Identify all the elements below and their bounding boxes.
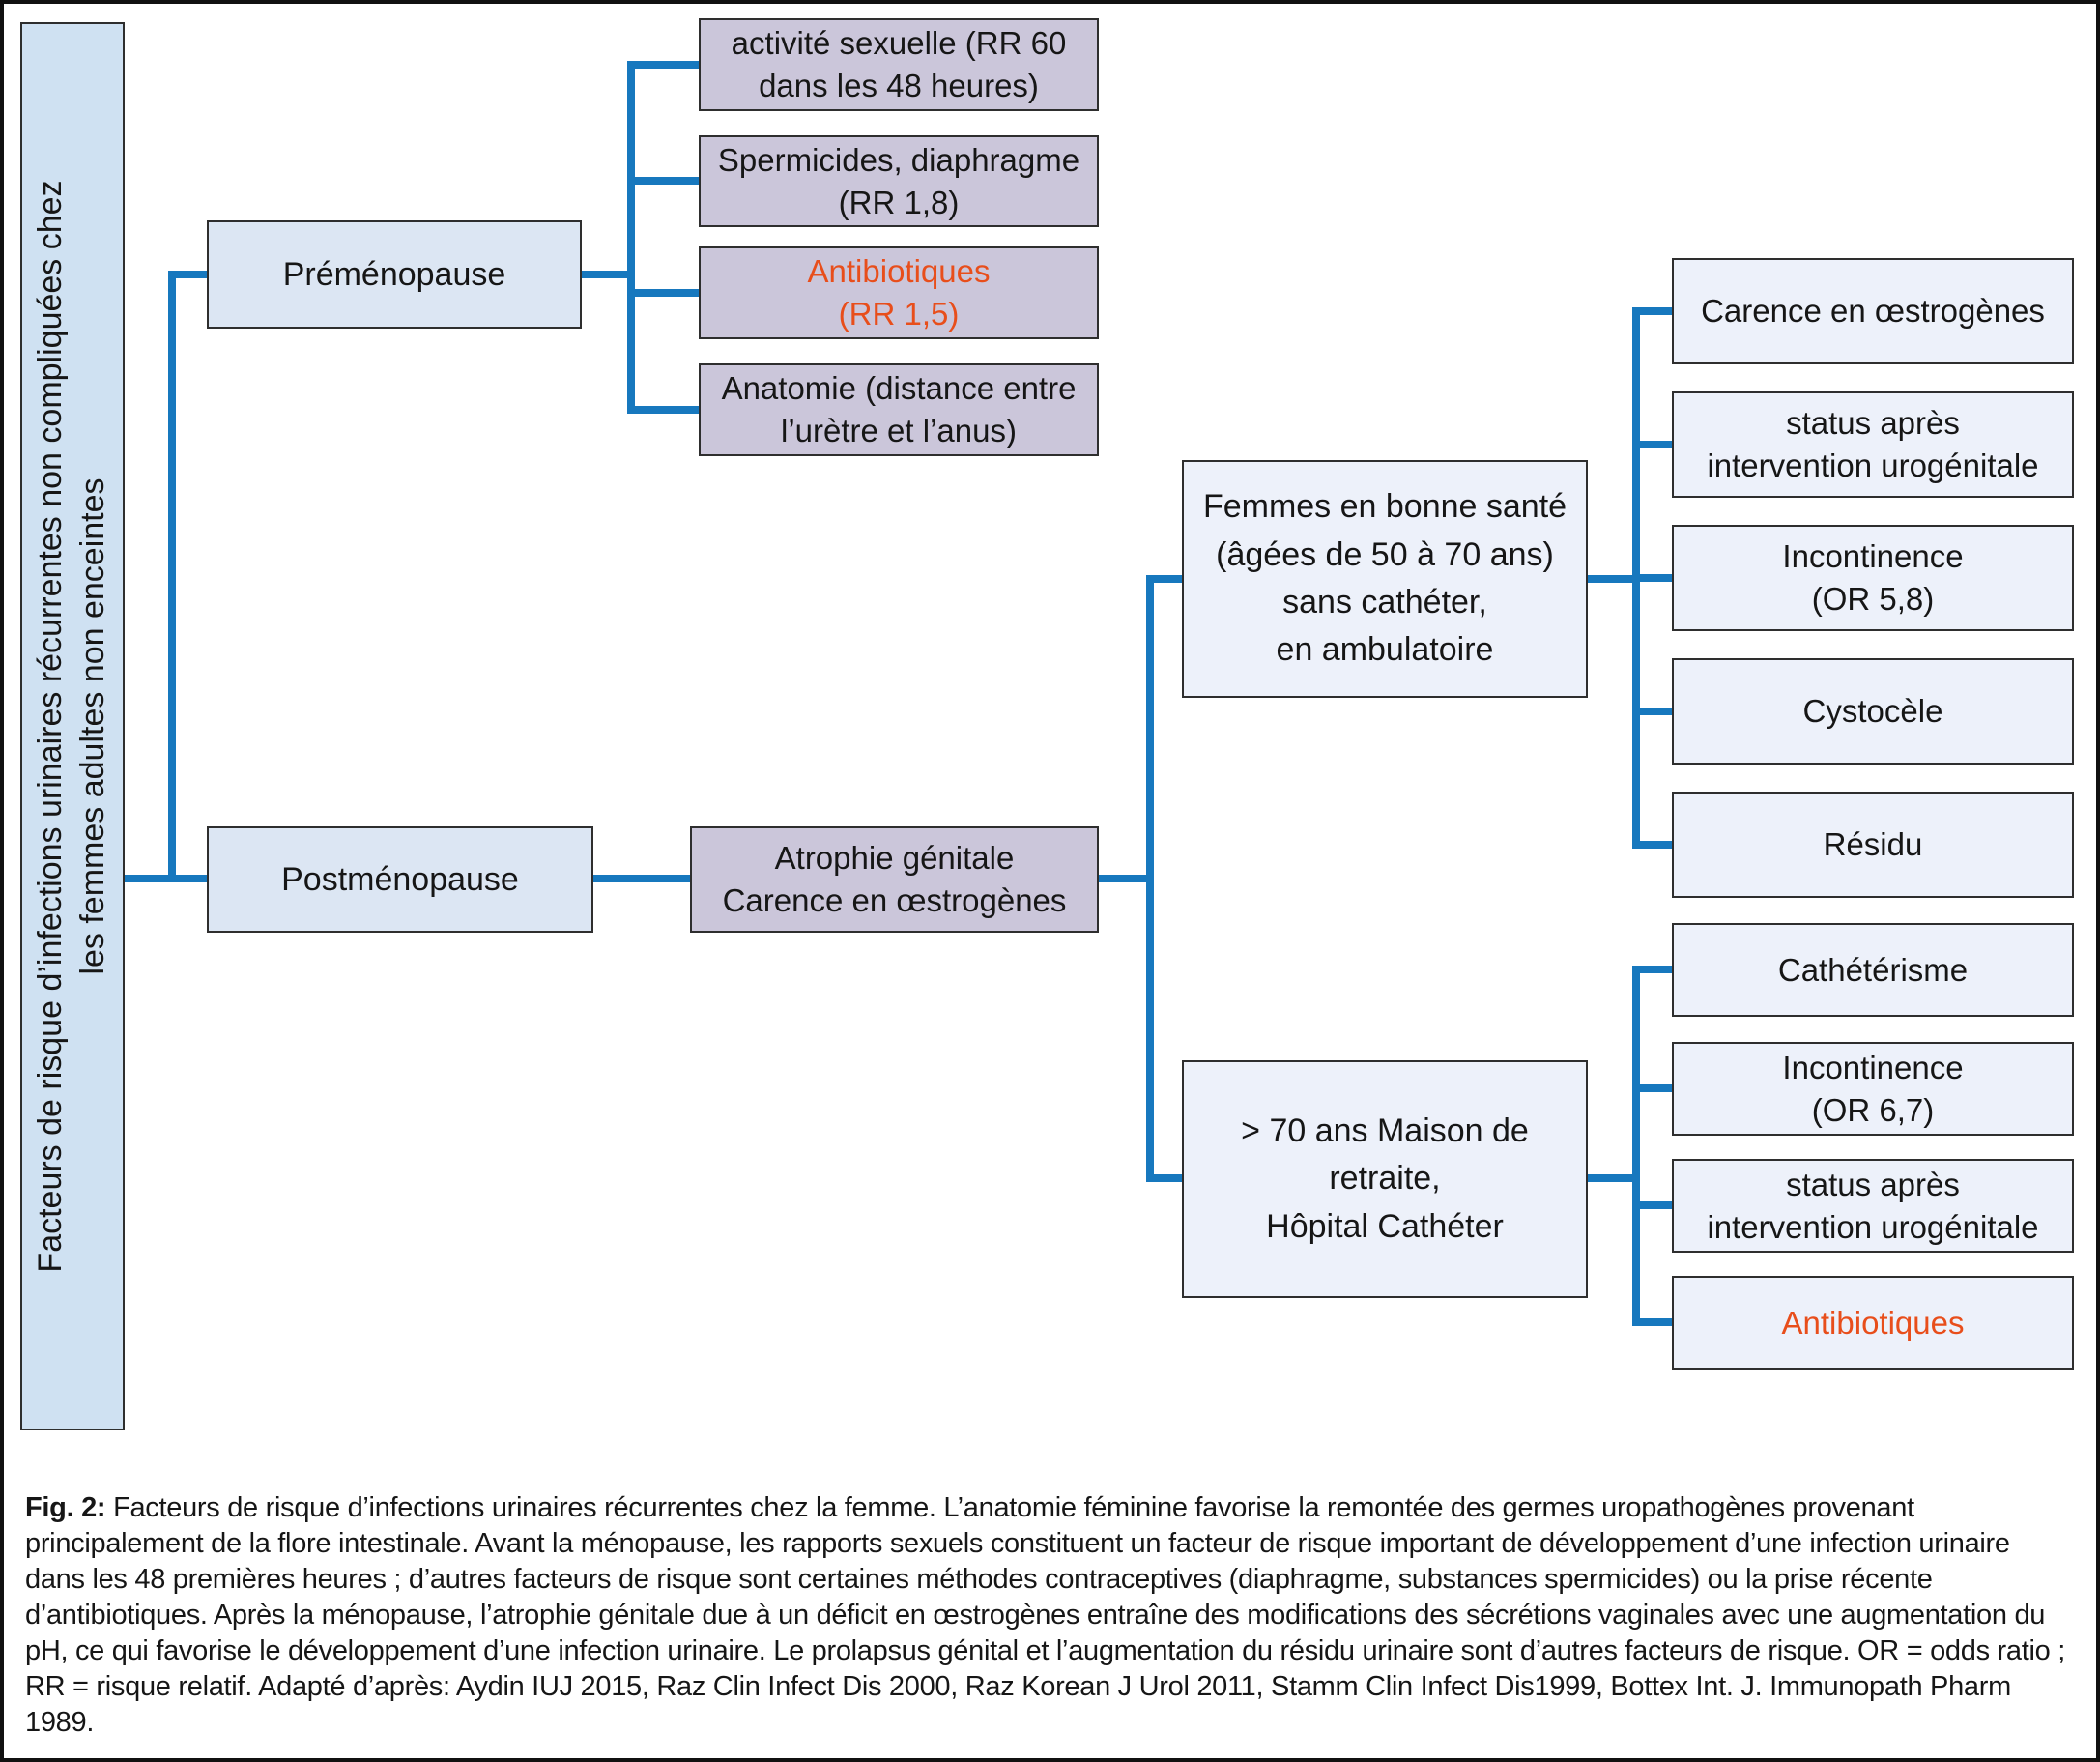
connector-line	[631, 177, 699, 185]
postmenopause-box: Postménopause	[207, 826, 593, 933]
connector-line	[627, 61, 635, 414]
connector-line	[125, 875, 207, 882]
figure-caption-label: Fig. 2:	[25, 1492, 106, 1523]
factor-residual-urine-label: Résidu	[1823, 826, 1923, 863]
postmenopause-label: Postménopause	[281, 860, 519, 898]
connector-line	[1146, 575, 1182, 583]
root-category-label: Facteurs de risque d’infections urinaire…	[22, 24, 123, 1429]
connector-line	[168, 271, 176, 882]
factor-estrogen-deficiency-label: Carence en œstrogènes	[1701, 293, 2045, 330]
factor-incontinence-or67-box: Incontinence(OR 6,7)	[1672, 1042, 2074, 1136]
factor-antibiotics-2-box: Antibiotiques	[1672, 1276, 2074, 1370]
figure-caption: Fig. 2: Facteurs de risque d’infections …	[25, 1490, 2076, 1741]
factor-catheterization-box: Cathétérisme	[1672, 923, 2074, 1017]
connector-line	[1636, 708, 1672, 715]
connector-line	[1636, 307, 1672, 315]
connector-line	[1588, 1174, 1640, 1182]
factor-spermicides-box: Spermicides, diaphragme(RR 1,8)	[699, 135, 1099, 227]
connector-line	[1099, 875, 1154, 882]
connector-line	[1636, 841, 1672, 849]
connector-line	[631, 406, 699, 414]
factor-cystocele-label: Cystocèle	[1802, 693, 1943, 730]
premenopause-box: Préménopause	[207, 220, 582, 329]
connector-line	[1146, 1174, 1182, 1182]
connector-line	[1636, 574, 1672, 582]
connector-line	[1636, 1318, 1672, 1326]
factor-incontinence-or58-box: Incontinence(OR 5,8)	[1672, 525, 2074, 631]
connector-line	[1588, 575, 1640, 583]
healthy-women-label: Femmes en bonne santé(âgées de 50 à 70 a…	[1202, 488, 1568, 669]
connector-line	[1636, 1084, 1672, 1092]
factor-incontinence-or67-label: Incontinence(OR 6,7)	[1782, 1049, 1964, 1128]
factor-antibiotics-label: Antibiotiques(RR 1,5)	[807, 253, 991, 332]
connector-line	[1636, 1201, 1672, 1209]
factor-estrogen-deficiency-box: Carence en œstrogènes	[1672, 258, 2074, 364]
connector-line	[1636, 441, 1672, 448]
factor-cystocele-box: Cystocèle	[1672, 658, 2074, 765]
connector-line	[1146, 575, 1154, 1182]
root-category-label-line2: les femmes adultes non enceintes	[74, 477, 111, 975]
connector-line	[593, 875, 690, 882]
premenopause-label: Préménopause	[282, 255, 506, 293]
figure-caption-text: Facteurs de risque d’infections urinaire…	[25, 1492, 2065, 1738]
factor-antibiotics-box: Antibiotiques(RR 1,5)	[699, 246, 1099, 339]
connector-line	[168, 271, 207, 278]
factor-spermicides-label: Spermicides, diaphragme(RR 1,8)	[717, 141, 1080, 220]
root-category-label-line1: Facteurs de risque d’infections urinaire…	[32, 180, 70, 1273]
factor-incontinence-or58-label: Incontinence(OR 5,8)	[1782, 538, 1964, 617]
connector-line	[1636, 966, 1672, 973]
factor-catheterization-label: Cathétérisme	[1777, 951, 1969, 988]
connector-line	[582, 271, 635, 278]
healthy-women-box: Femmes en bonne santé(âgées de 50 à 70 a…	[1182, 460, 1588, 698]
factor-residual-urine-box: Résidu	[1672, 792, 2074, 898]
connector-line	[631, 61, 699, 69]
root-category-bar: Facteurs de risque d’infections urinaire…	[20, 22, 125, 1430]
connector-line	[1632, 966, 1640, 1326]
factor-antibiotics-2-label: Antibiotiques	[1781, 1304, 1965, 1341]
connector-line	[631, 289, 699, 297]
